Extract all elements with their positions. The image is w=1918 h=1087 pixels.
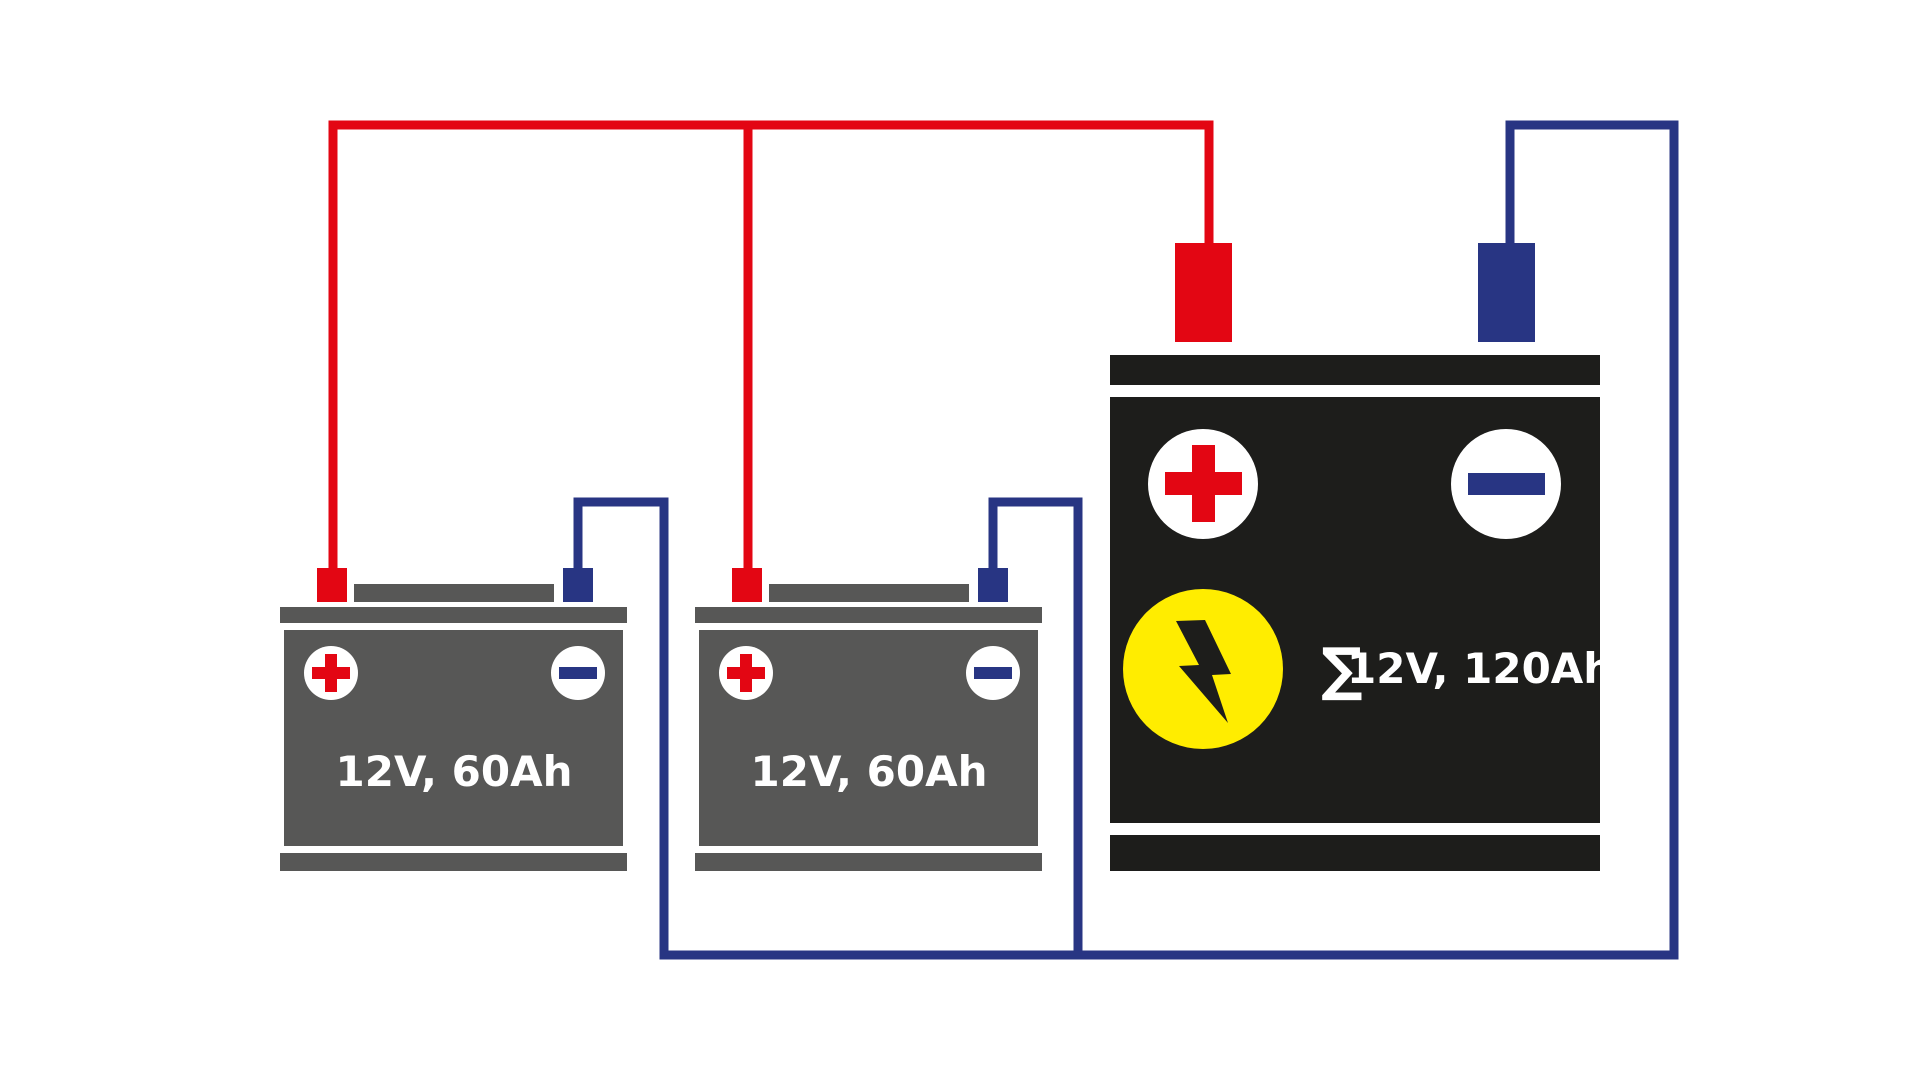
battery-1-label: 12V, 60Ah [336, 747, 573, 796]
minus-icon [551, 646, 605, 700]
sum-symbol: ∑ [1321, 635, 1363, 703]
battery-2-bottom-bar [695, 853, 1042, 871]
negative-wire-battery-2 [988, 497, 1083, 955]
battery-2-positive-terminal [732, 568, 762, 602]
combined-label: 12V, 120Ah [1347, 644, 1613, 693]
plus-icon [1148, 429, 1258, 539]
battery-2-top-cap [769, 584, 969, 602]
positive-wiring [328, 120, 1214, 575]
minus-icon [966, 646, 1020, 700]
plus-icon [719, 646, 773, 700]
lightning-bolt-icon [1123, 589, 1283, 749]
battery-1-bottom-bar [280, 853, 627, 871]
battery-2: 12V, 60Ah [695, 568, 1042, 871]
battery-1-top-bar [280, 607, 627, 623]
negative-wiring [573, 120, 1679, 960]
battery-1-top-cap [354, 584, 554, 602]
minus-icon [1451, 429, 1561, 539]
battery-1-negative-terminal [563, 568, 593, 602]
combined-top-bar [1110, 355, 1600, 385]
battery-2-top-bar [695, 607, 1042, 623]
negative-wire-battery-1 [573, 120, 1679, 960]
plus-icon [304, 646, 358, 700]
battery-1: 12V, 60Ah [280, 568, 627, 871]
positive-wire-battery-1 [328, 120, 1214, 575]
battery-2-negative-terminal [978, 568, 1008, 602]
combined-bottom-bar [1110, 835, 1600, 871]
battery-2-label: 12V, 60Ah [751, 747, 988, 796]
combined-negative-terminal [1478, 243, 1535, 342]
battery-1-positive-terminal [317, 568, 347, 602]
combined-positive-terminal [1175, 243, 1232, 342]
combined-battery: ∑ 12V, 120Ah [1110, 243, 1613, 871]
